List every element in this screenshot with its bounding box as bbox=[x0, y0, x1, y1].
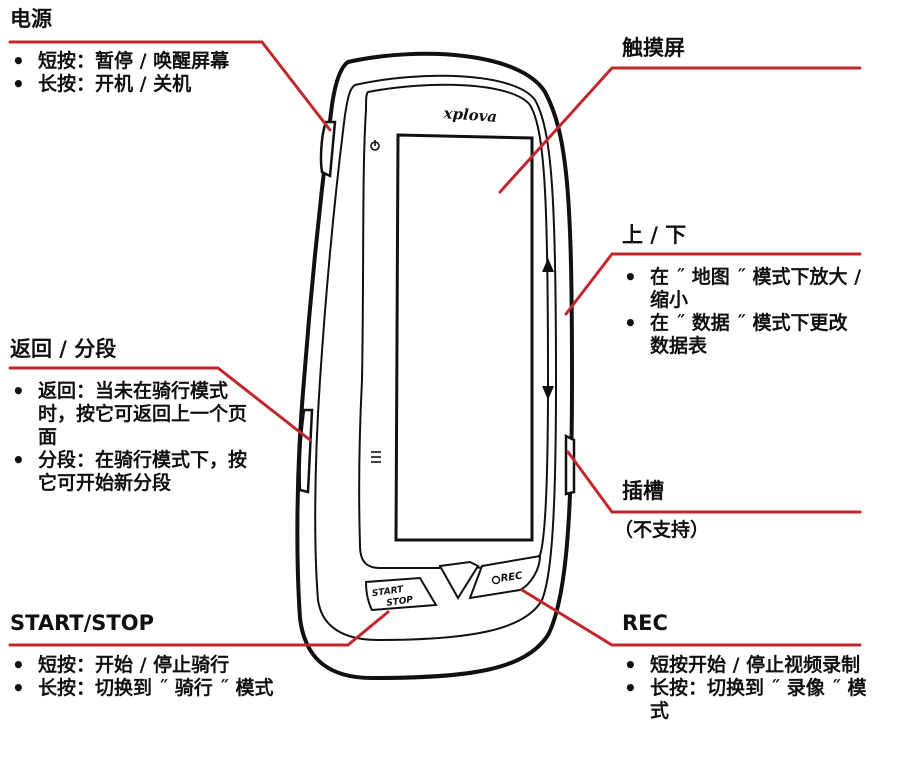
leader-lines bbox=[8, 40, 862, 647]
back-lap-item: 分段：在骑行模式下，按它可开始新分段 bbox=[10, 449, 250, 495]
leader-touchscreen bbox=[498, 66, 862, 194]
slot-title: 插槽 bbox=[622, 479, 664, 503]
back-lap-list: 返回：当未在骑行模式时，按它可返回上一个页面 分段：在骑行模式下，按它可开始新分… bbox=[10, 380, 250, 495]
updown-item: 在 ˝ 数据 ˝ 模式下更改数据表 bbox=[622, 312, 862, 358]
touchscreen-title: 触摸屏 bbox=[622, 36, 685, 60]
start-label: START bbox=[371, 585, 404, 599]
back-lap-item: 返回：当未在骑行模式时，按它可返回上一个页面 bbox=[10, 380, 250, 449]
start-stop-button[interactable] bbox=[364, 576, 438, 612]
power-icon bbox=[370, 140, 380, 151]
rec-list: 短按开始 / 停止视频录制 长按：切换到 ˝ 录像 ˝ 模式 bbox=[622, 654, 884, 723]
rec-label: REC bbox=[500, 570, 524, 584]
rec-icon bbox=[491, 575, 501, 585]
back-lap-title: 返回 / 分段 bbox=[10, 337, 117, 361]
leader-power bbox=[8, 40, 332, 132]
start-stop-title: START/STOP bbox=[10, 611, 154, 635]
updown-title: 上 / 下 bbox=[622, 223, 687, 247]
device-bezel bbox=[314, 74, 558, 642]
rec-title: REC bbox=[622, 611, 668, 635]
power-title: 电源 bbox=[10, 7, 52, 31]
back-lap-button[interactable] bbox=[298, 408, 314, 494]
leader-slot bbox=[566, 450, 862, 514]
start-stop-item: 短按：开始 / 停止骑行 bbox=[10, 654, 350, 677]
power-item: 长按：开机 / 关机 bbox=[10, 73, 248, 96]
brand-logo: xplova bbox=[442, 104, 498, 126]
start-stop-list: 短按：开始 / 停止骑行 长按：切换到 ˝ 骑行 ˝ 模式 bbox=[10, 654, 350, 700]
power-item: 短按：暂停 / 唤醒屏幕 bbox=[10, 50, 248, 73]
rec-item: 短按开始 / 停止视频录制 bbox=[622, 654, 884, 677]
rec-button[interactable] bbox=[468, 554, 542, 600]
stop-label: STOP bbox=[386, 595, 414, 609]
leader-back-lap bbox=[8, 366, 312, 442]
power-list: 短按：暂停 / 唤醒屏幕 长按：开机 / 关机 bbox=[10, 50, 248, 96]
leader-rec bbox=[520, 588, 862, 647]
arrow-down-icon[interactable] bbox=[542, 386, 554, 400]
leader-updown bbox=[564, 252, 862, 316]
updown-list: 在 ˝ 地图 ˝ 模式下放大 / 缩小 在 ˝ 数据 ˝ 模式下更改数据表 bbox=[622, 266, 862, 358]
arrow-up-icon[interactable] bbox=[542, 258, 554, 272]
start-stop-item: 长按：切换到 ˝ 骑行 ˝ 模式 bbox=[10, 677, 350, 700]
updown-item: 在 ˝ 地图 ˝ 模式下放大 / 缩小 bbox=[622, 266, 862, 312]
leader-start-stop bbox=[8, 610, 390, 647]
slot-note: （不支持） bbox=[614, 519, 710, 541]
display bbox=[394, 133, 534, 542]
menu-icon[interactable] bbox=[371, 451, 381, 463]
rec-item: 长按：切换到 ˝ 录像 ˝ 模式 bbox=[622, 677, 884, 723]
slot bbox=[564, 433, 576, 496]
bezel-chevron bbox=[438, 560, 480, 600]
